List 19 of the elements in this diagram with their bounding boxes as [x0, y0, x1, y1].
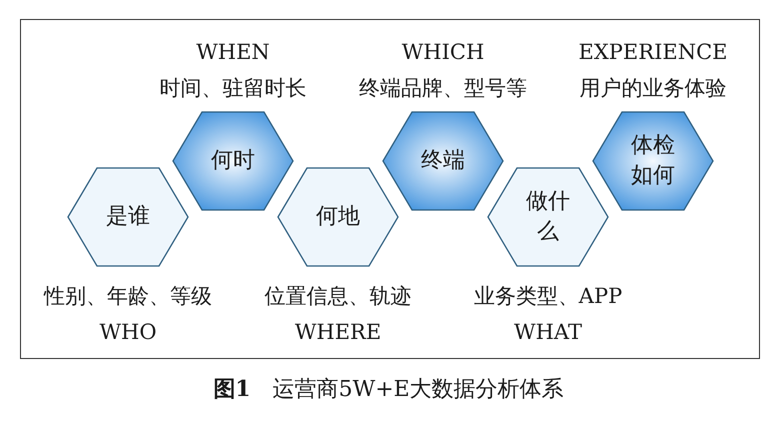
description-text: 时间、驻留时长: [158, 76, 308, 100]
category-label: WHAT: [513, 320, 583, 344]
category-label: WHO: [98, 320, 158, 344]
description-text: 位置信息、轨迹: [264, 284, 412, 308]
category-label: EXPERIENCE: [578, 40, 728, 64]
hexagon: 体检如何: [592, 111, 714, 211]
hexagon: 做什么: [487, 167, 609, 267]
hexagon: 终端: [382, 111, 504, 211]
caption: 图1 运营商5W+E大数据分析体系: [212, 375, 565, 404]
hexagon: 是谁: [67, 167, 189, 267]
category-label: WHERE: [294, 320, 382, 344]
category-label: WHEN: [195, 40, 271, 64]
description-text: 业务类型、APP: [472, 284, 624, 308]
description-text: 用户的业务体验: [578, 76, 728, 100]
hexagon: 何时: [172, 111, 294, 211]
category-label: WHICH: [400, 40, 486, 64]
description-text: 性别、年龄、等级: [42, 284, 213, 308]
description-text: 终端品牌、型号等: [358, 76, 528, 100]
hexagon: 何地: [277, 167, 399, 267]
